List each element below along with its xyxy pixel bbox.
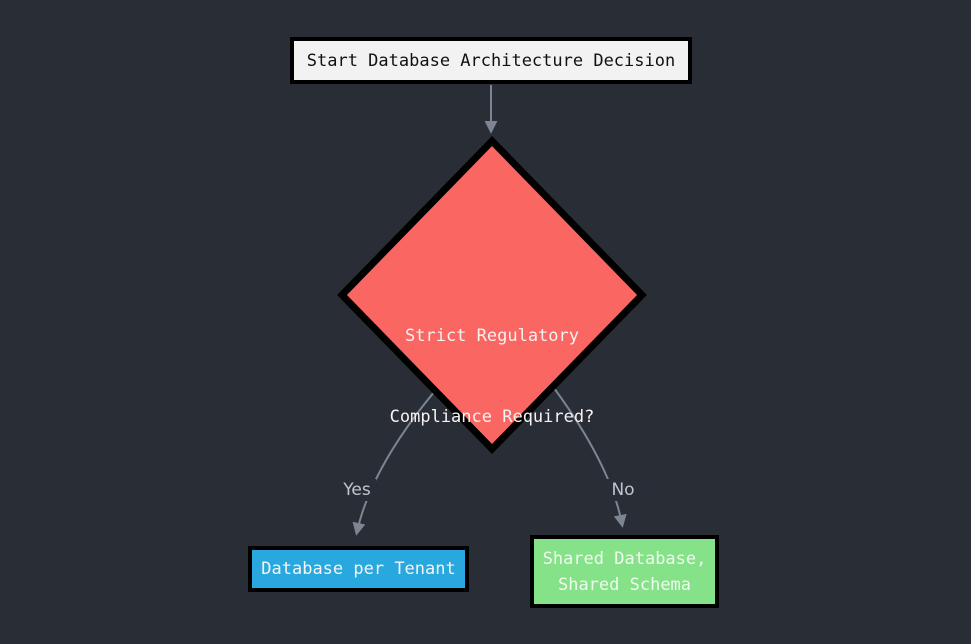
edge-label-yes: Yes	[337, 479, 377, 501]
edge-decision-to-shared-db	[547, 379, 627, 528]
edge-label-no-text: No	[611, 480, 635, 500]
node-decision-label-line1: Strict Regulatory	[405, 326, 579, 346]
edge-label-yes-text: Yes	[343, 480, 371, 500]
node-shared-db-label-line2: Shared Schema	[557, 574, 692, 595]
node-decision-label-line2: Compliance Required?	[389, 407, 595, 427]
node-start-label: Start Database Architecture Decision	[306, 50, 676, 71]
node-start: Start Database Architecture Decision	[290, 37, 692, 84]
node-shared-db: Shared Database, Shared Schema	[530, 535, 719, 608]
decision-diamond-shape	[337, 135, 647, 455]
node-db-per-tenant-label: Database per Tenant	[261, 559, 456, 579]
edge-decision-to-db-per-tenant	[352, 377, 447, 536]
node-shared-db-label-line1: Shared Database,	[542, 548, 707, 569]
node-db-per-tenant: Database per Tenant	[248, 546, 469, 592]
node-decision-label: Strict Regulatory Compliance Required?	[342, 269, 642, 485]
edge-label-no: No	[605, 479, 641, 501]
